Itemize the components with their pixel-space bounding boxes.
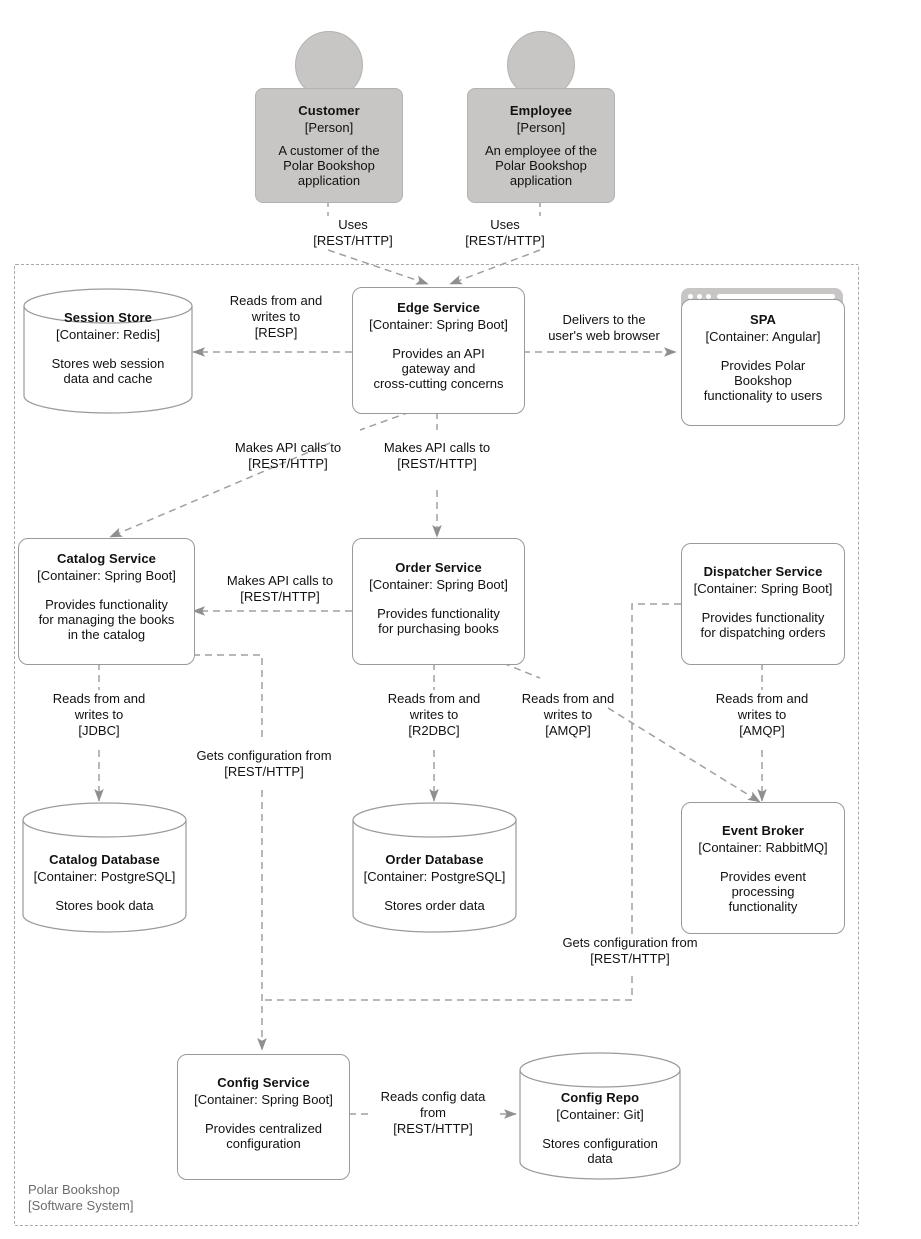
edge-label-order-to-order-db: Reads from and writes to [R2DBC]	[387, 691, 481, 738]
edge-label-edge-to-order: Makes API calls to [REST/HTTP]	[383, 440, 491, 471]
node-title: Config Repo	[560, 1090, 640, 1105]
node-technology: [Container: PostgreSQL]	[33, 869, 176, 884]
edge-label-edge-to-session-store: Reads from and writes to [RESP]	[229, 293, 323, 340]
node-description: Provides functionality for managing the …	[38, 597, 175, 643]
node-technology: [Container: Redis]	[55, 327, 161, 342]
edge-label-catalog-to-catalog-db: Reads from and writes to [JDBC]	[52, 691, 146, 738]
node-technology: [Container: Spring Boot]	[37, 568, 176, 583]
cylinder-shape	[23, 288, 193, 414]
node-technology: [Container: Spring Boot]	[194, 1092, 333, 1107]
node-title: Session Store	[64, 310, 152, 325]
node-technology: [Container: Spring Boot]	[693, 581, 833, 596]
node-title: Employee	[509, 103, 573, 118]
system-boundary-label: Polar Bookshop [Software System]	[28, 1182, 134, 1214]
node-technology: [Container: Git]	[556, 1107, 644, 1122]
edge-label-edge-to-spa: Delivers to the user's web browser	[548, 312, 660, 343]
edge-label-catalog-gets-config: Gets configuration from [REST/HTTP]	[196, 748, 332, 779]
node-description: Stores book data	[55, 898, 154, 913]
node-edge-service[interactable]: Edge Service [Container: Spring Boot] Pr…	[352, 287, 525, 414]
cylinder-shape	[519, 1052, 681, 1180]
cylinder-shape	[352, 802, 517, 933]
edge-label-dispatcher-to-event-broker: Reads from and writes to [AMQP]	[715, 691, 809, 738]
node-technology: [Person]	[304, 120, 354, 135]
edge-label-order-to-event-broker: Reads from and writes to [AMQP]	[521, 691, 615, 738]
person-body: Employee [Person] An employee of the Pol…	[467, 88, 615, 203]
node-customer[interactable]: Customer [Person] A customer of the Pola…	[255, 31, 403, 203]
node-title: Customer	[298, 103, 360, 118]
edge-label-edge-to-catalog: Makes API calls to [REST/HTTP]	[234, 440, 342, 471]
node-description: Stores configuration data	[542, 1136, 658, 1167]
edge-label-dispatcher-gets-config: Gets configuration from [REST/HTTP]	[562, 935, 698, 966]
person-head-icon	[295, 31, 363, 99]
node-catalog-database[interactable]: Catalog Database [Container: PostgreSQL]…	[22, 802, 187, 933]
edge-label-customer-uses-edge: Uses [REST/HTTP]	[313, 217, 393, 248]
node-dispatcher-service[interactable]: Dispatcher Service [Container: Spring Bo…	[681, 543, 845, 665]
node-session-store[interactable]: Session Store [Container: Redis] Stores …	[23, 288, 193, 414]
system-boundary-polar-bookshop	[14, 264, 859, 1226]
edge-label-config-to-repo: Reads config data from [REST/HTTP]	[380, 1089, 486, 1136]
node-technology: [Container: RabbitMQ]	[698, 840, 828, 855]
node-description: Provides functionality for dispatching o…	[700, 610, 826, 641]
node-config-repo[interactable]: Config Repo [Container: Git] Stores conf…	[519, 1052, 681, 1180]
node-title: Order Database	[385, 852, 484, 867]
node-description: Stores order data	[384, 898, 485, 913]
node-description: Provides event processing functionality	[720, 869, 806, 915]
node-description: Provides an API gateway and cross-cuttin…	[373, 346, 504, 392]
node-description: Provides functionality for purchasing bo…	[377, 606, 500, 637]
node-technology: [Container: Angular]	[705, 329, 821, 344]
node-config-service[interactable]: Config Service [Container: Spring Boot] …	[177, 1054, 350, 1180]
node-event-broker[interactable]: Event Broker [Container: RabbitMQ] Provi…	[681, 802, 845, 934]
person-head-icon	[507, 31, 575, 99]
node-title: Order Service	[395, 560, 482, 575]
node-catalog-service[interactable]: Catalog Service [Container: Spring Boot]…	[18, 538, 195, 665]
node-title: Catalog Database	[49, 852, 160, 867]
node-employee[interactable]: Employee [Person] An employee of the Pol…	[467, 31, 615, 203]
node-description: A customer of the Polar Bookshop applica…	[278, 143, 380, 189]
edge-label-employee-uses-edge: Uses [REST/HTTP]	[465, 217, 545, 248]
node-order-service[interactable]: Order Service [Container: Spring Boot] P…	[352, 538, 525, 665]
node-description: An employee of the Polar Bookshop applic…	[484, 143, 598, 189]
edge-label-order-to-catalog: Makes API calls to [REST/HTTP]	[226, 573, 334, 604]
browser-dot-icon	[688, 294, 693, 299]
node-title: SPA	[749, 312, 777, 327]
cylinder-shape	[22, 802, 187, 933]
node-technology: [Container: PostgreSQL]	[363, 869, 506, 884]
node-title: Catalog Service	[56, 551, 157, 566]
node-order-database[interactable]: Order Database [Container: PostgreSQL] S…	[352, 802, 517, 933]
node-description: Provides Polar Bookshop functionality to…	[703, 358, 823, 404]
node-description: Provides centralized configuration	[204, 1121, 323, 1152]
node-title: Config Service	[217, 1075, 310, 1090]
person-body: Customer [Person] A customer of the Pola…	[255, 88, 403, 203]
node-title: Dispatcher Service	[703, 564, 823, 579]
node-technology: [Person]	[516, 120, 566, 135]
browser-viewport: SPA [Container: Angular] Provides Polar …	[681, 299, 845, 426]
node-title: Edge Service	[397, 300, 480, 315]
node-title: Event Broker	[721, 823, 805, 838]
node-technology: [Container: Spring Boot]	[369, 577, 508, 592]
node-technology: [Container: Spring Boot]	[369, 317, 508, 332]
browser-dot-icon	[697, 294, 702, 299]
node-description: Stores web session data and cache	[51, 356, 165, 387]
browser-dot-icon	[706, 294, 711, 299]
browser-address-bar	[717, 294, 835, 299]
node-spa[interactable]: SPA [Container: Angular] Provides Polar …	[681, 288, 845, 426]
